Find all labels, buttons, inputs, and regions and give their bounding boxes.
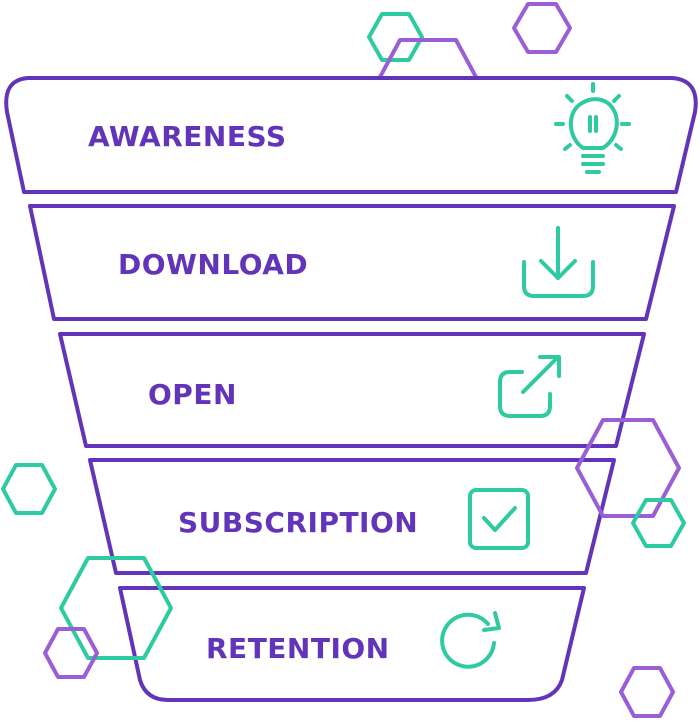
stage-label-subscription: SUBSCRIPTION [178,506,418,539]
stage-download-shape [28,204,676,321]
hexagon-decoration [631,498,686,548]
stage-label-open: OPEN [148,378,237,411]
hexagon-decoration [59,556,173,660]
funnel-stages [4,76,698,702]
hexagon-decoration [43,627,99,679]
hexagon-decoration [1,463,57,515]
stage-label-awareness: AWARENESS [88,120,287,153]
hexagon-decoration [367,12,424,62]
stage-label-download: DOWNLOAD [118,248,308,281]
stage-awareness-shape [4,76,698,194]
lightbulb-icon [554,82,631,174]
stage-open-shape [58,332,646,448]
hexagon-decoration [575,418,681,518]
external-link-icon [498,355,561,418]
foreground-hexagons [1,418,686,718]
download-icon [522,226,595,298]
hexagon-decoration [619,666,675,718]
refresh-icon [440,611,501,669]
checkbox-icon [468,488,530,550]
hexagon-decoration [512,2,572,54]
stage-label-retention: RETENTION [206,632,390,665]
stage-labels: AWARENESS DOWNLOAD OPEN SUBSCRIPTION RET… [88,120,418,665]
